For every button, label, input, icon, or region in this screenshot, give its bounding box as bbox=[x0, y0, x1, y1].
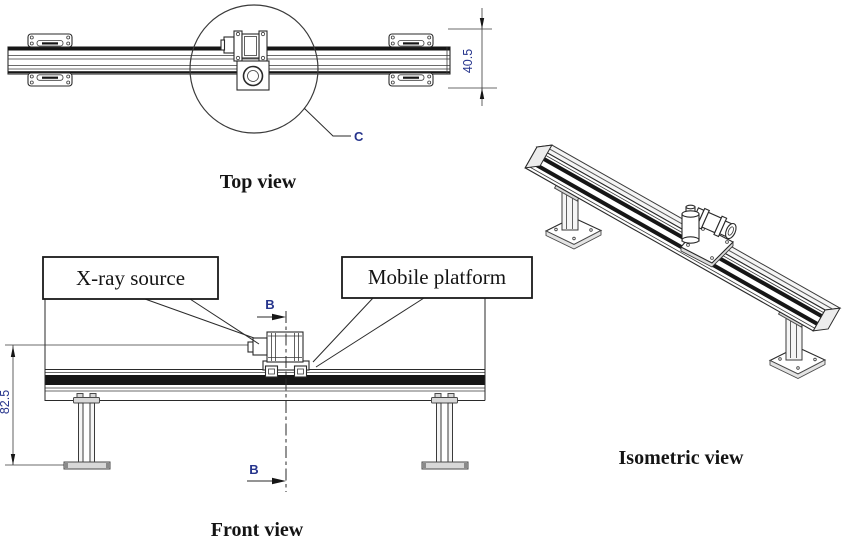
detail-circle-c: C bbox=[189, 4, 364, 144]
mounting-plate-bottom-left bbox=[27, 72, 73, 87]
front-view-right-leg bbox=[421, 393, 469, 470]
section-b-markers: B B bbox=[247, 297, 287, 492]
isometric-view: Isometric view bbox=[524, 144, 842, 469]
iso-carriage bbox=[680, 204, 737, 268]
front-view-rail bbox=[44, 298, 486, 401]
iso-vertical-cylinder bbox=[681, 204, 700, 244]
top-view: C 40.5 Top view bbox=[7, 4, 497, 193]
mounting-plate-bottom-right bbox=[388, 72, 434, 87]
isometric-view-title: Isometric view bbox=[619, 447, 745, 469]
callout-xray-source: X-ray source bbox=[42, 256, 260, 345]
front-view: B B 82.5 X-ray source Mobile platform Fr… bbox=[0, 256, 533, 541]
mounting-plate-top-left bbox=[27, 33, 73, 48]
callout-platform-label: Mobile platform bbox=[368, 265, 506, 289]
top-view-carriage bbox=[220, 30, 270, 91]
mounting-plate-top-right bbox=[388, 33, 434, 48]
front-view-title: Front view bbox=[211, 519, 304, 541]
section-label-b-bottom: B bbox=[249, 462, 258, 477]
section-label-b-top: B bbox=[265, 297, 274, 312]
front-view-left-leg bbox=[63, 393, 111, 470]
callout-mobile-platform: Mobile platform bbox=[312, 256, 533, 368]
top-view-title: Top view bbox=[220, 171, 297, 193]
detail-label-c: C bbox=[354, 129, 364, 144]
dimension-40-5-text: 40.5 bbox=[461, 49, 475, 73]
dimension-40-5: 40.5 bbox=[448, 8, 497, 106]
dimension-82-5-text: 82.5 bbox=[0, 390, 12, 414]
dimension-82-5: 82.5 bbox=[0, 345, 64, 466]
callout-xray-label: X-ray source bbox=[76, 266, 185, 290]
